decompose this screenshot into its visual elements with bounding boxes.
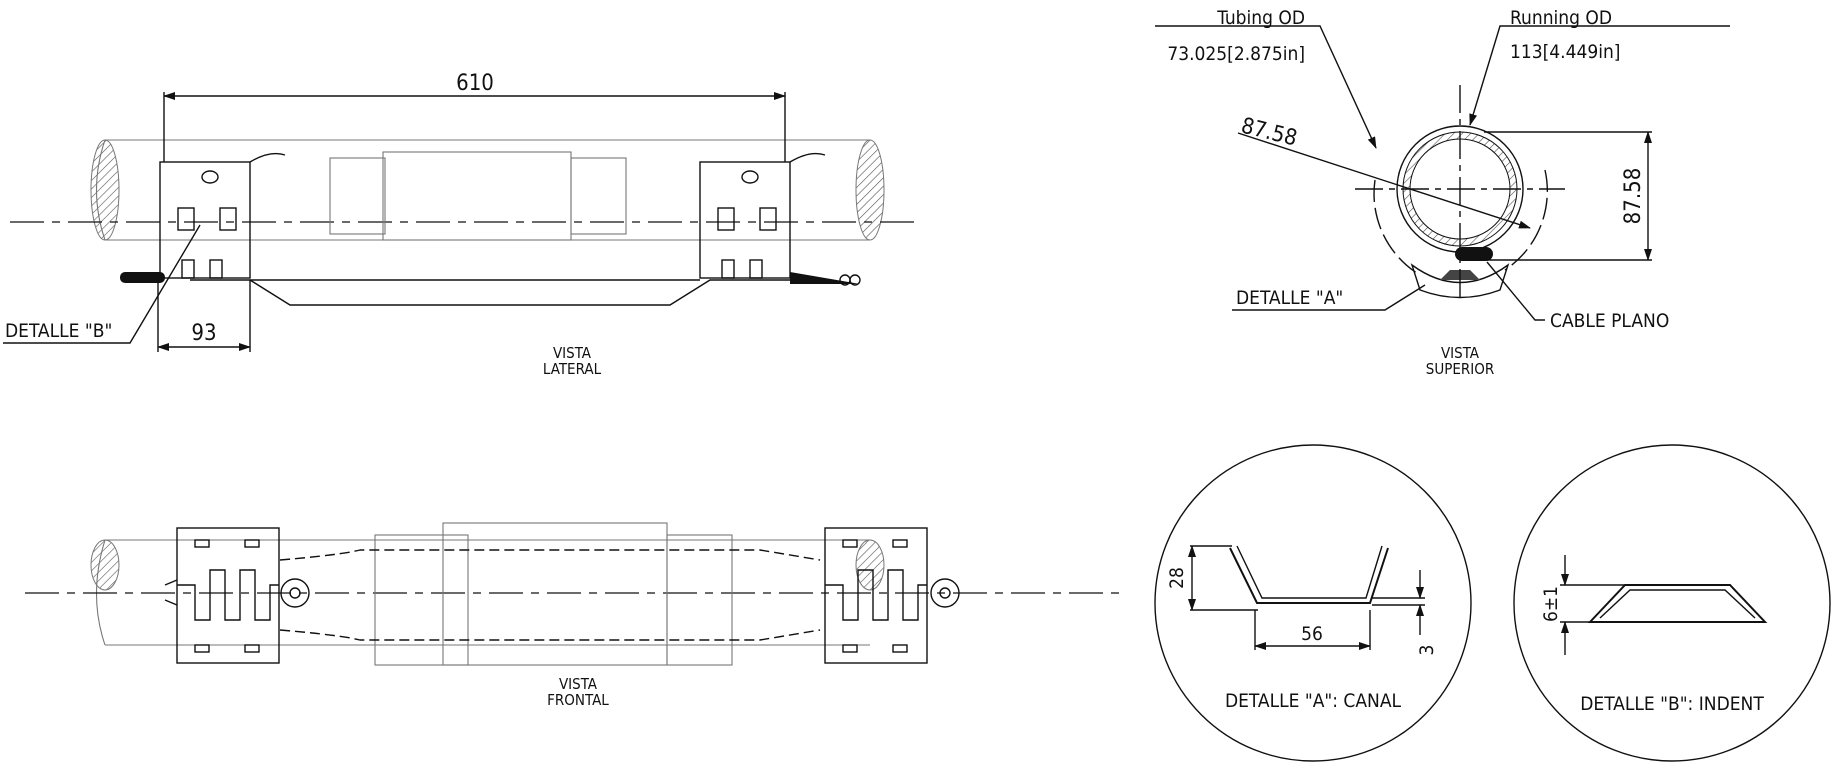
top-view: 87.58 87.58 Tubing OD 73.025[2.875in] Ru… [1155, 7, 1730, 378]
detail-a-canal: 28 56 3 DETALLE "A": CANAL [1154, 444, 1472, 762]
detail-a-callout: DETALLE "A" [1236, 287, 1343, 309]
view-title-frontal-2: FRONTAL [547, 691, 609, 709]
dim-diagonal: 87.58 [1239, 114, 1300, 152]
clamp-front-left [164, 527, 310, 664]
detail-b-callout: DETALLE "B" [5, 320, 112, 342]
detail-b-height: 6±1 [1540, 586, 1562, 622]
tubing-od-label: Tubing OD [1216, 7, 1305, 29]
detail-b-caption: DETALLE "B": INDENT [1580, 693, 1764, 715]
detail-a-width: 56 [1301, 623, 1323, 645]
view-title-superior: VISTA [1441, 344, 1480, 362]
dim-clamp-width: 93 [191, 321, 216, 346]
cable-plano-label: CABLE PLANO [1550, 310, 1669, 332]
view-title-lateral-2: LATERAL [543, 360, 602, 378]
tubing-od-value: 73.025[2.875in] [1167, 43, 1305, 65]
clamp-right [699, 152, 826, 279]
clamp-front-right [824, 527, 960, 664]
view-title-superior-2: SUPERIOR [1426, 360, 1494, 378]
lateral-view: 610 93 DETALLE "B" VISTA LATERAL [3, 71, 920, 378]
clamp-left [159, 152, 286, 279]
front-view: VISTA FRONTAL [25, 522, 1120, 709]
running-od-label: Running OD [1510, 7, 1612, 29]
detail-a-height: 28 [1166, 567, 1188, 589]
dim-vertical: 87.58 [1621, 168, 1646, 225]
running-od-value: 113[4.449in] [1510, 41, 1620, 63]
view-title-lateral: VISTA [553, 344, 592, 362]
dim-overall-length: 610 [456, 71, 494, 96]
detail-a-thickness: 3 [1416, 645, 1438, 656]
view-title-frontal: VISTA [559, 675, 598, 693]
detail-a-caption: DETALLE "A": CANAL [1225, 690, 1402, 712]
cable-end-left [120, 272, 165, 283]
detail-b-indent: 6±1 DETALLE "B": INDENT [1513, 444, 1831, 762]
